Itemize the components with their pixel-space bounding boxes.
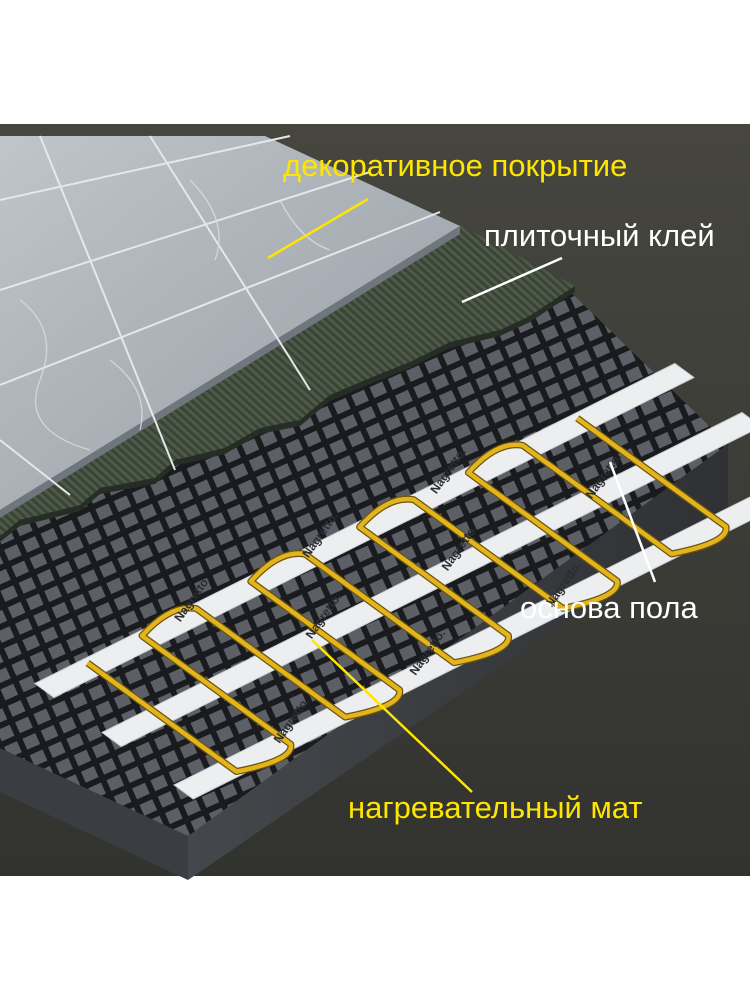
marble-vein xyxy=(109,359,143,431)
label-decorative-coating: декоративное покрытие xyxy=(283,148,627,183)
label-tile-adhesive: плиточный клей xyxy=(484,218,715,253)
tile-joint xyxy=(149,135,311,391)
tile-joint xyxy=(0,211,441,386)
tile-adhesive-layer xyxy=(0,225,575,536)
tile-joint xyxy=(0,439,71,496)
label-heating-mat: нагревательный мат xyxy=(348,790,643,825)
heating-wire xyxy=(86,416,729,774)
tile-top xyxy=(0,136,460,510)
pointer-tile-adhesive xyxy=(461,256,563,304)
decorative-tiles xyxy=(0,135,460,518)
marble-veins xyxy=(19,179,331,451)
marble-vein xyxy=(189,179,220,261)
pointer-floor-base xyxy=(608,461,657,583)
tile-joints xyxy=(0,135,441,496)
tile-edge xyxy=(0,226,460,518)
tile-joint xyxy=(39,135,176,471)
pointer-heating-mat xyxy=(311,639,473,793)
tile-joint xyxy=(0,135,291,201)
pointer-decorative-coating xyxy=(267,197,369,260)
marble-vein xyxy=(279,199,331,251)
tile-adhesive-edge xyxy=(0,286,575,542)
floor-base-front xyxy=(0,748,188,880)
tile-joint xyxy=(0,171,371,291)
marble-vein xyxy=(19,299,91,451)
label-floor-base: основа пола xyxy=(520,590,699,625)
